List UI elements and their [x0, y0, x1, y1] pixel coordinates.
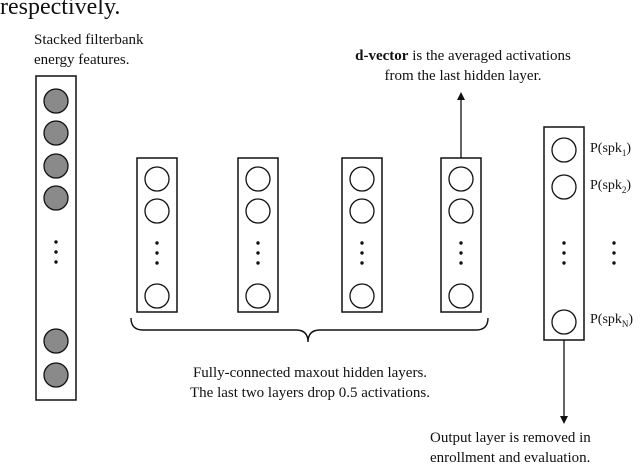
ellipsis-dots — [54, 240, 58, 264]
dvector-note-line1: d-vector is the averaged activations — [318, 46, 608, 66]
hidden-node — [448, 283, 474, 309]
dvector-note-line2: from the last hidden layer. — [384, 68, 542, 84]
output-node — [551, 137, 577, 163]
ellipsis-dots — [155, 241, 159, 265]
hidden-node — [448, 166, 474, 192]
output-note-line1: Output layer is removed in — [430, 430, 591, 446]
output-label-ellipsis — [612, 241, 616, 265]
ellipsis-dots — [360, 241, 364, 265]
input-node — [43, 362, 69, 388]
output-label-spk2: P(spk2) — [590, 178, 632, 195]
output-layer-note: Output layer is removed in enrollment an… — [430, 428, 591, 468]
output-label-spkN: P(spkN) — [590, 312, 634, 329]
hidden-node — [349, 198, 375, 224]
dvector-note: d-vector is the averaged activations fro… — [318, 46, 608, 86]
hidden-node — [245, 198, 271, 224]
ellipsis-dots — [459, 241, 463, 265]
input-node — [43, 328, 69, 354]
input-node — [43, 88, 69, 114]
hidden-node — [448, 198, 474, 224]
ellipsis-dots — [256, 241, 260, 265]
hidden-node — [144, 283, 170, 309]
output-node — [551, 309, 577, 335]
hidden-node — [349, 283, 375, 309]
hidden-node — [245, 166, 271, 192]
hidden-layers-brace — [130, 317, 489, 343]
input-node — [43, 153, 69, 179]
hidden-layer-1 — [136, 157, 178, 313]
input-label-line1: Stacked filterbank — [34, 32, 144, 48]
input-node — [43, 120, 69, 146]
hidden-node — [144, 198, 170, 224]
hidden-label-line1: Fully-connected maxout hidden layers. — [192, 365, 428, 381]
caption-fragment: respectively. — [0, 0, 121, 20]
dvector-term: d-vector — [355, 48, 409, 64]
hidden-node — [349, 166, 375, 192]
input-node — [43, 185, 69, 211]
hidden-layer-2 — [237, 157, 279, 313]
hidden-layers-label: Fully-connected maxout hidden layers. Th… — [130, 363, 490, 403]
hidden-node — [144, 166, 170, 192]
output-note-line2: enrollment and evaluation. — [430, 450, 591, 466]
dvector-note-rest: is the averaged activations — [408, 48, 571, 64]
input-label-line2: energy features. — [34, 52, 130, 68]
hidden-label-line2: The last two layers drop 0.5 activations… — [190, 385, 430, 401]
input-layer — [35, 75, 77, 401]
ellipsis-dots — [562, 241, 566, 265]
output-label-spk1: P(spk1) — [590, 141, 632, 158]
hidden-layer-3 — [341, 157, 383, 313]
output-node — [551, 174, 577, 200]
input-layer-label: Stacked filterbank energy features. — [34, 30, 144, 70]
output-layer — [543, 126, 585, 341]
hidden-node — [245, 283, 271, 309]
hidden-layer-4 — [440, 157, 482, 313]
